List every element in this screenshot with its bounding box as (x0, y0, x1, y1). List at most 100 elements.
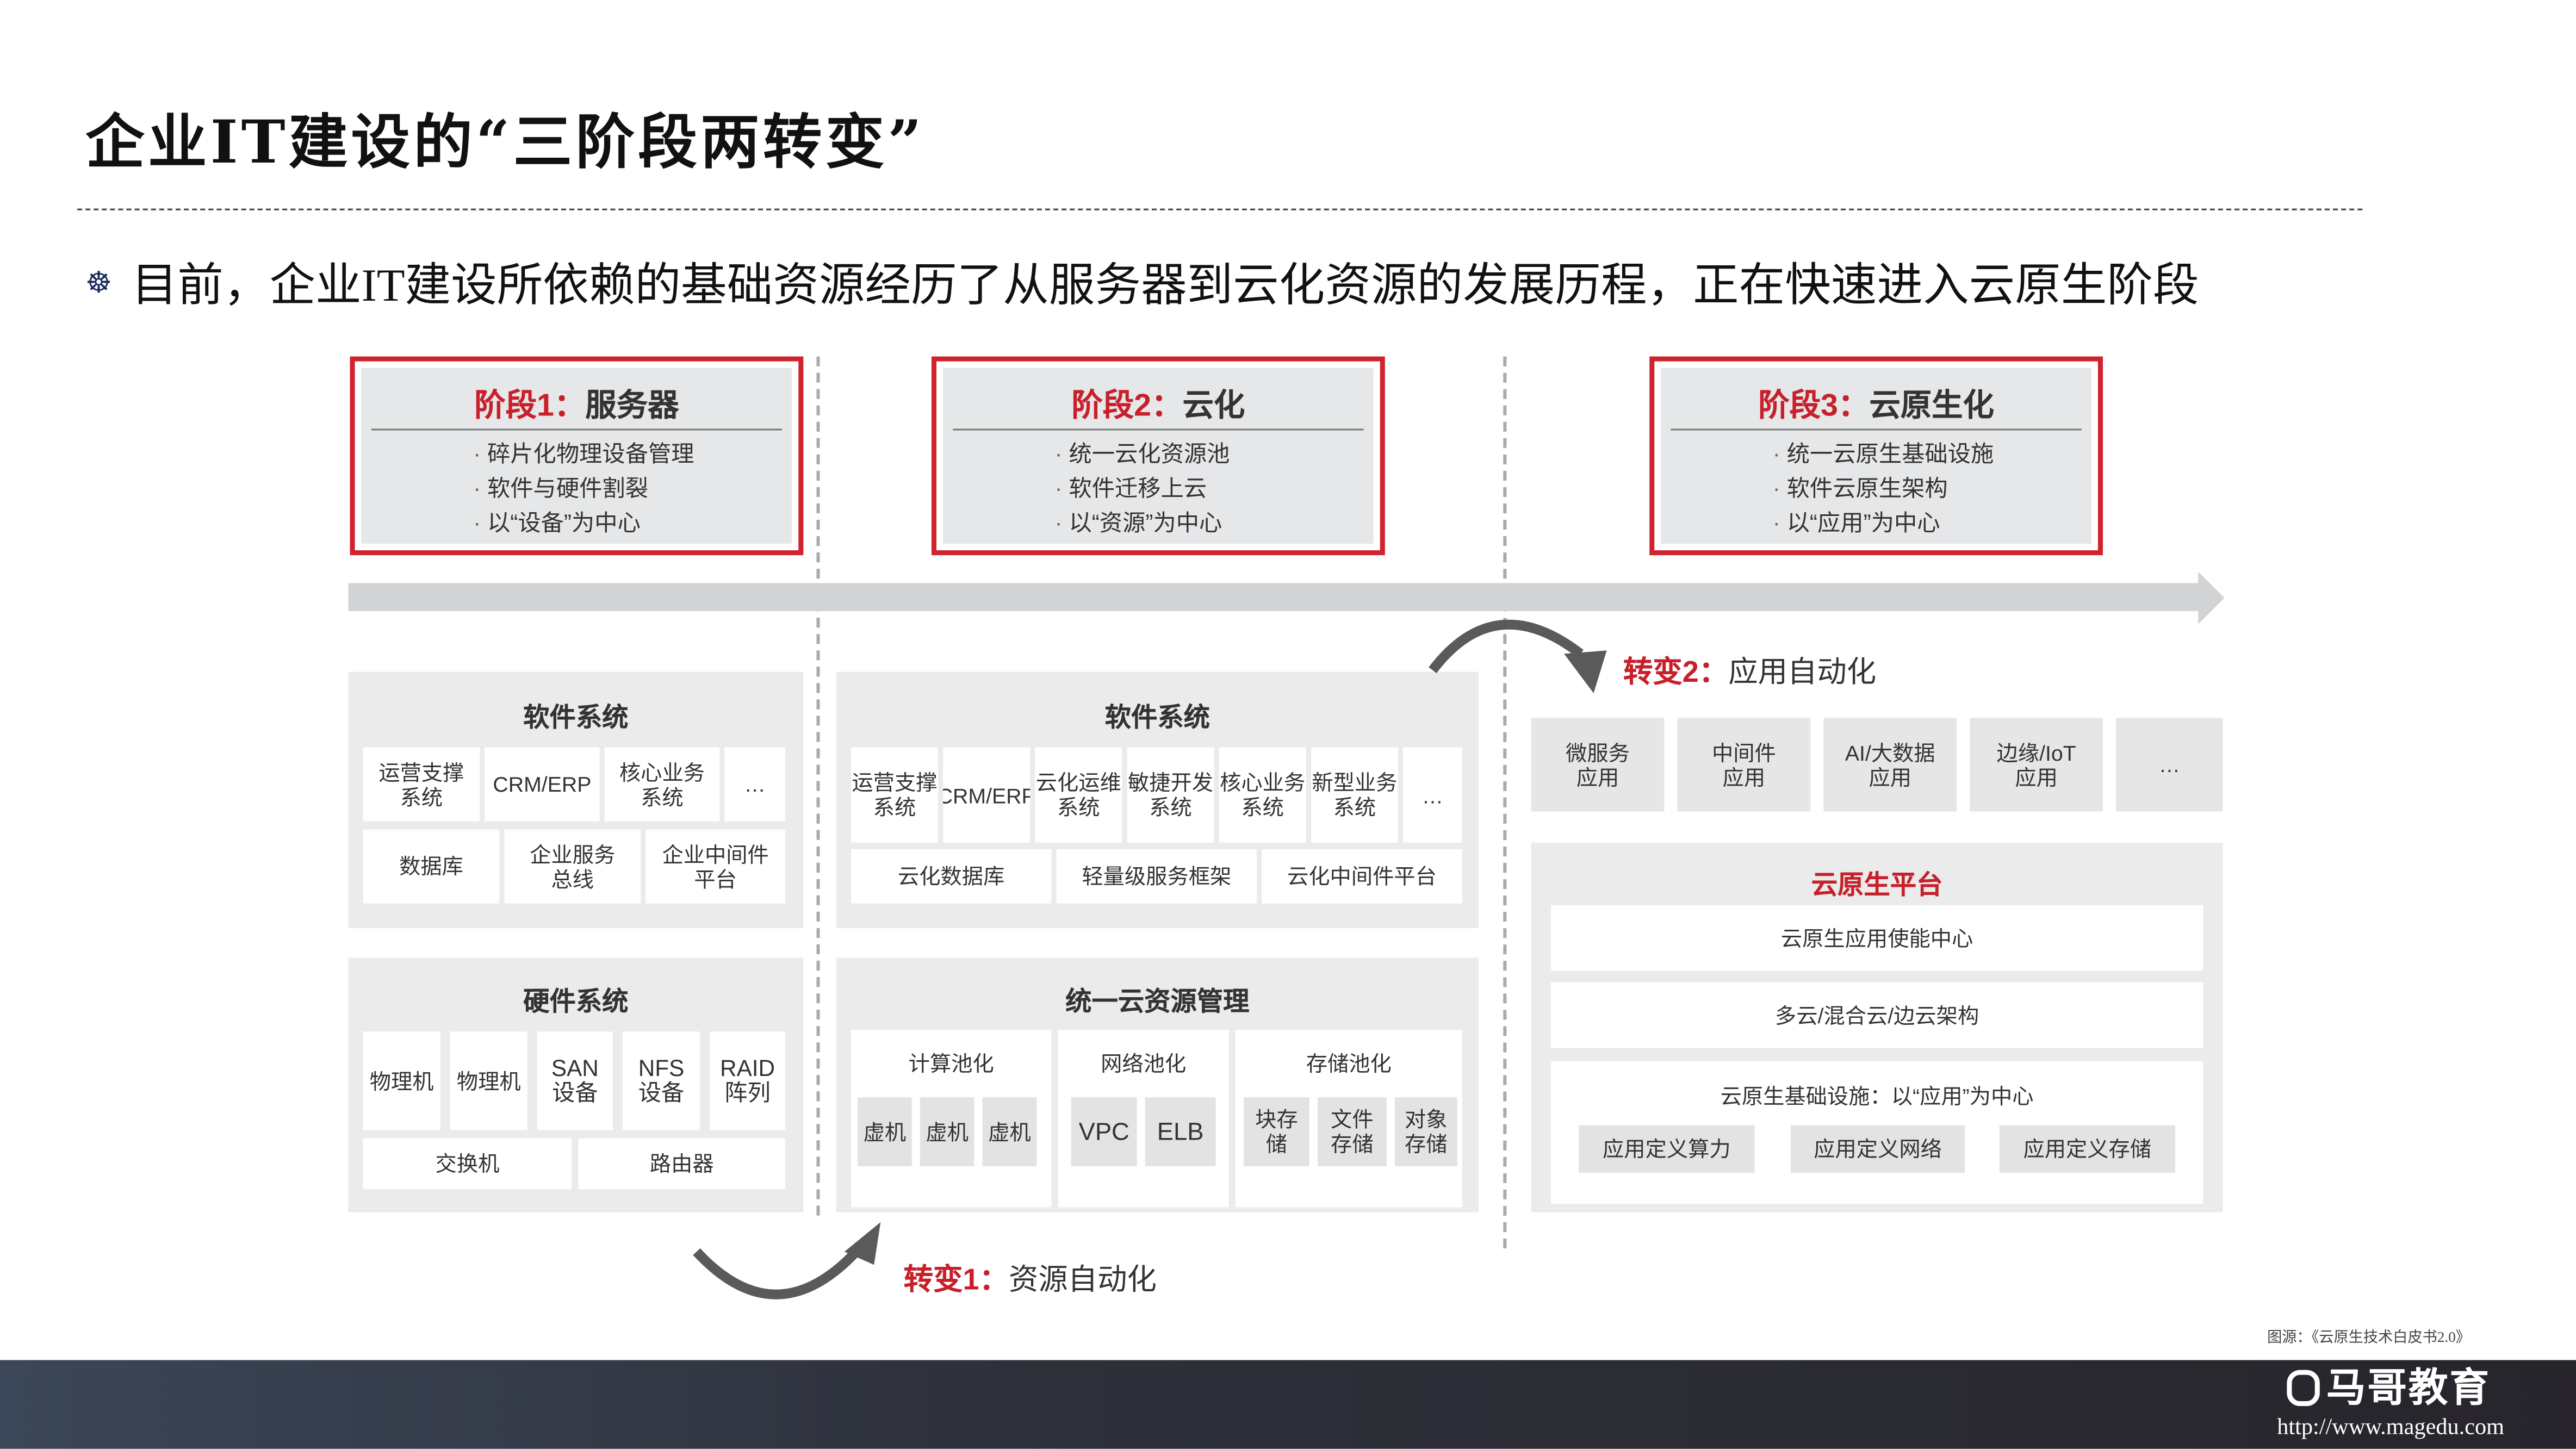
hardware-cell: 路由器 (578, 1138, 786, 1190)
transform-1-label: 转变1：资源自动化 (904, 1257, 1157, 1299)
software-cell: … (1403, 747, 1462, 843)
stage-item: 软件与硬件割裂 (473, 471, 694, 506)
stage-label: 阶段1： (474, 389, 586, 424)
software-cell: CRM/ERP (485, 747, 600, 822)
storage-cell: 对象存储 (1394, 1097, 1457, 1166)
hardware-cell: 物理机 (363, 1031, 440, 1130)
stage-item: 统一云化资源池 (1055, 437, 1230, 471)
stage1-hardware-panel: 硬件系统 物理机 物理机 SAN设备 NFS设备 RAID阵列 交换机 路由器 (348, 957, 804, 1212)
transform-label: 转变1： (903, 1263, 1009, 1296)
infra-item: 应用定义算力 (1579, 1125, 1755, 1173)
vm-cell: 虚机 (920, 1097, 974, 1166)
stage-item: 软件迁移上云 (1055, 471, 1230, 506)
timeline-arrow-icon (2198, 571, 2225, 625)
pool-title: 计算池化 (908, 1051, 994, 1076)
compute-pool: 计算池化 虚机 虚机 虚机 (851, 1030, 1052, 1208)
source-note: 图源：《云原生技术白皮书2.0》 (2267, 1329, 2471, 1346)
stage-item: 碎片化物理设备管理 (473, 437, 694, 471)
timeline-bar (348, 583, 2202, 611)
network-pool: 网络池化 VPC ELB (1058, 1030, 1229, 1208)
stage-3-box: 阶段3：云原生化 统一云原生基础设施软件云原生架构以“应用”为中心 (1649, 356, 2103, 556)
transform-2-label: 转变2：应用自动化 (1623, 649, 1876, 692)
stage-item: 以“设备”为中心 (473, 506, 694, 540)
app-cell: 中间件应用 (1677, 718, 1811, 812)
stage-1-box: 阶段1：服务器 碎片化物理设备管理软件与硬件割裂以“设备”为中心 (350, 356, 804, 556)
stage2-resource-panel: 统一云资源管理 计算池化 虚机 虚机 虚机 网络池化 VPC ELB 存储池化 … (836, 957, 1479, 1212)
software-cell: 轻量级服务框架 (1056, 849, 1257, 904)
logo-text: 马哥教育 (2326, 1366, 2491, 1411)
stage-name: 云原生化 (1869, 389, 1995, 424)
cloud-native-platform: 云原生平台 云原生应用使能中心 多云/混合云/边云架构 云原生基础设施：以“应用… (1531, 842, 2223, 1212)
software-cell: CRM/ERP (943, 747, 1031, 843)
infra-box: 云原生基础设施：以“应用”为中心 应用定义算力 应用定义网络 应用定义存储 (1550, 1061, 2203, 1204)
pool-title: 存储池化 (1306, 1051, 1392, 1076)
panel-title: 软件系统 (1104, 705, 1211, 733)
platform-row: 多云/混合云/边云架构 (1550, 982, 2203, 1048)
transform2-curved-arrow-icon (1429, 619, 1607, 693)
hardware-cell: 物理机 (450, 1031, 527, 1130)
software-cell: 运营支撑系统 (851, 747, 939, 843)
software-cell: 核心业务系统 (604, 747, 720, 822)
stage-item: 软件云原生架构 (1773, 471, 1994, 506)
software-cell: … (724, 747, 786, 822)
app-cell: AI/大数据应用 (1823, 718, 1957, 812)
panel-title: 硬件系统 (523, 988, 629, 1017)
magedu-logo: 马哥教育 (2287, 1366, 2491, 1411)
infra-title: 云原生基础设施：以“应用”为中心 (1720, 1084, 2034, 1109)
intro-bullet: 目前，企业IT建设所依赖的基础资源经历了从服务器到云化资源的发展历程，正在快速进… (131, 261, 2199, 313)
hardware-cell: 交换机 (363, 1138, 572, 1190)
infra-item: 应用定义网络 (1790, 1125, 1965, 1173)
pool-title: 网络池化 (1101, 1051, 1187, 1076)
transform-text: 资源自动化 (1009, 1263, 1157, 1296)
stage-item: 以“资源”为中心 (1055, 506, 1230, 540)
stage-item: 以“应用”为中心 (1773, 506, 1994, 540)
storage-cell: 文件存储 (1317, 1097, 1387, 1166)
storage-pool: 存储池化 块存储 文件存储 对象存储 (1235, 1030, 1462, 1208)
stage-label: 阶段2： (1071, 389, 1183, 424)
app-cell: 微服务应用 (1531, 718, 1665, 812)
stage-item: 统一云原生基础设施 (1773, 437, 1994, 471)
software-cell: 敏捷开发系统 (1127, 747, 1214, 843)
network-cell: ELB (1145, 1097, 1216, 1166)
stage-2-box: 阶段2：云化 统一云化资源池软件迁移上云以“资源”为中心 (931, 356, 1385, 556)
stage1-software-panel: 软件系统 运营支撑系统 CRM/ERP 核心业务系统 … 数据库 企业服务总线 … (348, 671, 804, 928)
wheel-bullet-icon: ☸ (85, 266, 112, 299)
footer-url[interactable]: http://www.magedu.com (2277, 1416, 2505, 1441)
hardware-cell: RAID阵列 (710, 1031, 786, 1130)
stage-separator (1503, 356, 1507, 1249)
transform1-curved-arrow-icon (693, 1222, 881, 1299)
storage-cell: 块存储 (1243, 1097, 1309, 1166)
stage-separator (816, 356, 820, 1216)
software-cell: 云化数据库 (851, 849, 1052, 904)
logo-mark-icon (2287, 1370, 2320, 1407)
slide-title: 企业IT建设的“三阶段两转变” (85, 108, 926, 178)
hardware-cell: SAN设备 (537, 1031, 613, 1130)
panel-title: 统一云资源管理 (1065, 988, 1250, 1017)
stage-name: 服务器 (585, 389, 679, 424)
hardware-cell: NFS设备 (622, 1031, 700, 1130)
software-cell: 运营支撑系统 (363, 747, 480, 822)
software-cell: 云化运维系统 (1035, 747, 1122, 843)
platform-row: 云原生应用使能中心 (1550, 905, 2203, 971)
software-cell: 云化中间件平台 (1262, 849, 1462, 904)
software-cell: 数据库 (363, 829, 500, 904)
network-cell: VPC (1071, 1097, 1137, 1166)
stage2-software-panel: 软件系统 运营支撑系统 CRM/ERP 云化运维系统 敏捷开发系统 核心业务系统… (836, 671, 1479, 928)
transform-text: 应用自动化 (1728, 655, 1877, 688)
app-cell: … (2116, 718, 2223, 812)
software-cell: 企业中间件平台 (645, 829, 786, 904)
software-cell: 核心业务系统 (1219, 747, 1306, 843)
app-cell: 边缘/IoT应用 (1970, 718, 2103, 812)
vm-cell: 虚机 (858, 1097, 912, 1166)
footer-bar (0, 1360, 2576, 1449)
stage-name: 云化 (1182, 389, 1245, 424)
panel-title: 云原生平台 (1811, 872, 1943, 900)
software-cell: 新型业务系统 (1311, 747, 1398, 843)
vm-cell: 虚机 (982, 1097, 1037, 1166)
title-divider (77, 208, 2363, 210)
panel-title: 软件系统 (523, 705, 629, 733)
infra-item: 应用定义存储 (1999, 1125, 2175, 1173)
stage-label: 阶段3： (1758, 389, 1870, 424)
transform-label: 转变2： (1623, 655, 1729, 688)
